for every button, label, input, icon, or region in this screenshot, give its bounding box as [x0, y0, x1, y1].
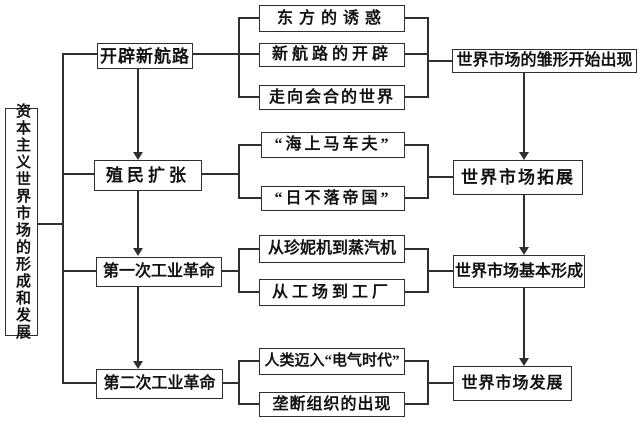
node-stage-1: 开辟新航路 [97, 43, 193, 69]
stage-3-out-line [222, 270, 240, 272]
node-event-3a: 从珍妮机到蒸汽机 [259, 235, 405, 263]
stub-left-1a [238, 17, 260, 19]
bracket-left-4 [238, 360, 240, 405]
node-event-1c: 走向会合的世界 [259, 85, 405, 110]
node-result-3: 世界市场基本形成 [453, 255, 585, 288]
arrow-stage-1-2 [137, 69, 139, 153]
stub-left-1b [238, 53, 260, 55]
node-stage-2: 殖民扩张 [94, 160, 202, 191]
node-event-2b: “日不落帝国” [261, 186, 405, 211]
stage-4-out-line [223, 382, 240, 384]
stub-left-3a [238, 248, 260, 250]
bracket-left-3 [238, 248, 240, 293]
stub-left-2a [238, 144, 262, 146]
stub-left-2b [238, 197, 262, 199]
node-event-2a: “海上马车夫” [261, 132, 405, 158]
branch-line-2 [62, 173, 94, 175]
stub-left-4a [238, 360, 260, 362]
stub-right-2a [404, 144, 429, 146]
node-result-2: 世界市场拓展 [453, 160, 583, 195]
result-1-in-line [427, 60, 453, 62]
stub-right-1b [404, 53, 429, 55]
branch-line-3 [62, 270, 96, 272]
arrow-result-3-4 [523, 288, 525, 358]
stub-left-1c [238, 96, 260, 98]
result-3-in-line [427, 270, 454, 272]
stub-right-1c [404, 96, 429, 98]
stub-left-4b [238, 403, 260, 405]
arrowhead-result-1-2 [519, 152, 529, 160]
result-4-in-line [427, 382, 454, 384]
arrow-stage-2-3 [137, 191, 139, 249]
arrowhead-result-2-3 [519, 247, 529, 255]
stub-right-3b [404, 291, 429, 293]
stub-right-3a [404, 248, 429, 250]
node-event-4a: 人类迈入“电气时代” [259, 348, 405, 375]
node-stage-4: 第二次工业革命 [96, 369, 223, 399]
bracket-left-2 [238, 144, 240, 199]
stub-right-4b [404, 403, 429, 405]
branch-line-4 [62, 382, 96, 384]
arrowhead-stage-3-4 [133, 361, 143, 369]
stage-1-out-line [193, 53, 240, 55]
node-event-3b: 从工场到工厂 [259, 279, 405, 306]
connector-root-trunk [38, 223, 63, 225]
bracket-left-1 [238, 17, 240, 98]
stage-2-out-line [202, 173, 240, 175]
stub-right-2b [404, 197, 429, 199]
arrow-stage-3-4 [137, 287, 139, 362]
arrow-result-2-3 [523, 195, 525, 247]
trunk-line [62, 53, 64, 384]
node-root: 资本主义世界市场的形成和发展 [5, 103, 38, 341]
bracket-right-2 [427, 144, 429, 199]
arrowhead-stage-2-3 [133, 248, 143, 256]
node-result-1: 世界市场的雏形开始出现 [452, 49, 637, 73]
stub-right-4a [404, 360, 429, 362]
node-event-4b: 垄断组织的出现 [259, 392, 405, 417]
arrowhead-stage-1-2 [133, 152, 143, 160]
stub-left-3b [238, 291, 260, 293]
node-stage-3: 第一次工业革命 [96, 257, 222, 287]
result-2-in-line [427, 176, 454, 178]
node-result-4: 世界市场发展 [453, 366, 572, 401]
arrowhead-result-3-4 [519, 358, 529, 366]
bracket-right-1 [427, 17, 429, 98]
branch-line-1 [62, 53, 97, 55]
node-event-1b: 新航路的开辟 [259, 43, 405, 67]
stub-right-1a [404, 17, 429, 19]
node-event-1a: 东方的诱惑 [259, 5, 405, 32]
arrow-result-1-2 [523, 73, 525, 152]
